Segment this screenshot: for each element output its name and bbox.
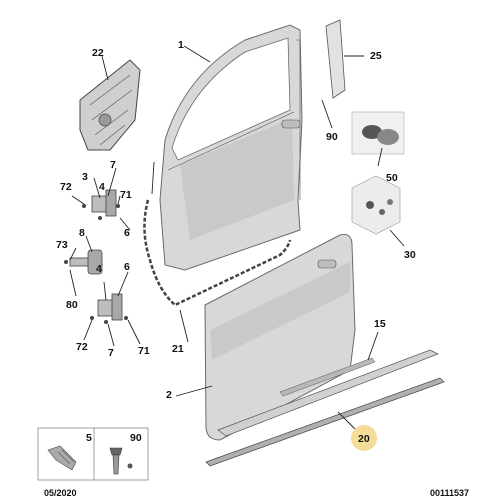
door-check-strap [64, 249, 103, 275]
callout-7b: 7 [108, 347, 114, 359]
upper-hinge [82, 189, 120, 220]
sill-moulding-strip [279, 357, 376, 397]
door-frame [159, 24, 303, 271]
clip-5-icon [47, 445, 77, 471]
callout-3: 3 [82, 171, 88, 183]
inset-part-50 [351, 111, 405, 155]
fastener-legend: 5 90 [37, 427, 149, 481]
clip-90-icon [109, 447, 133, 475]
callout-21: 21 [172, 343, 184, 355]
sill-moulding [217, 349, 439, 437]
callout-8: 8 [79, 227, 85, 239]
lower-strip [205, 377, 445, 467]
callout-80: 80 [66, 299, 78, 311]
callout-22: 22 [92, 47, 104, 59]
callout-50: 50 [386, 172, 398, 184]
callout-90: 90 [326, 131, 338, 143]
callout-6b: 6 [124, 261, 130, 273]
door-outer-panel [204, 234, 356, 441]
callout-4b: 4 [96, 263, 102, 275]
callout-30: 30 [404, 249, 416, 261]
callout-20: 20 [358, 433, 370, 445]
callout-labels: 1 2 3 4 4 72 7 71 6 22 25 90 50 30 73 8 … [56, 39, 416, 445]
callout-4a: 4 [99, 181, 105, 193]
lower-hinge [90, 293, 128, 324]
callout-15: 15 [374, 318, 386, 330]
callout-6a: 6 [124, 227, 130, 239]
legend-label-5: 5 [86, 432, 92, 444]
callout-72b: 72 [76, 341, 88, 353]
callout-1: 1 [178, 39, 184, 51]
footer-date: 05/2020 [44, 488, 77, 498]
callout-73: 73 [56, 239, 68, 251]
leader-lines [69, 45, 405, 431]
callout-7a: 7 [110, 159, 116, 171]
callout-2: 2 [166, 389, 172, 401]
callout-25: 25 [370, 50, 382, 62]
inset-part-30 [351, 175, 401, 235]
pillar-trim [325, 19, 346, 99]
callout-71b: 71 [138, 345, 150, 357]
highlight-marker [351, 425, 377, 451]
callout-72a: 72 [60, 181, 72, 193]
window-regulator [79, 59, 141, 151]
callout-71a: 71 [120, 189, 132, 201]
legend-label-90: 90 [130, 432, 142, 444]
door-seal [143, 199, 292, 307]
footer-reference: 00111537 [430, 488, 469, 498]
